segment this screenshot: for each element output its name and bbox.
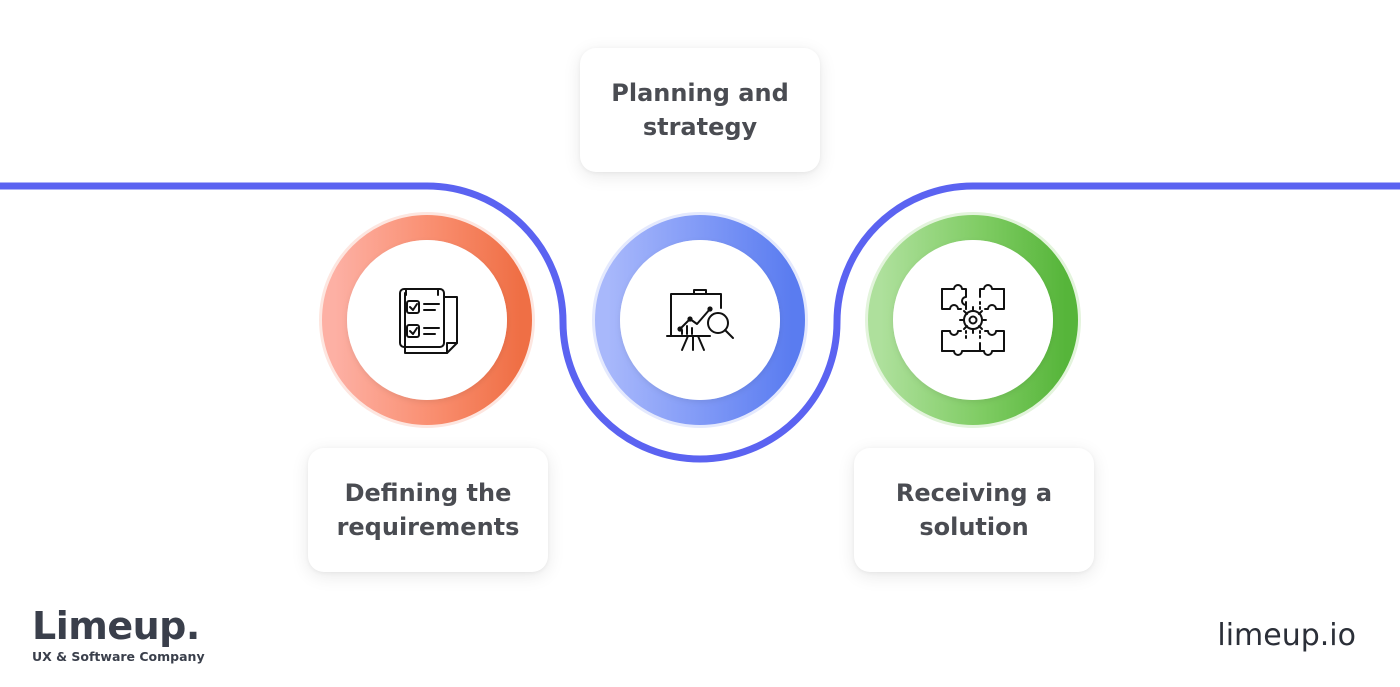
step-defining-ring (322, 215, 532, 425)
receiving-label: Receiving a solution (895, 479, 1053, 541)
planning-label-card: Planning and strategy (580, 48, 820, 172)
step-planning (592, 212, 808, 428)
analytics-presentation-icon (666, 289, 734, 351)
planning-label: Planning and strategy (611, 79, 789, 141)
defining-label: Defining the requirements (336, 479, 520, 541)
step-defining (319, 212, 535, 428)
process-path-line (0, 182, 1400, 463)
step-receiving (865, 212, 1081, 428)
logo-wordmark: Limeup. (32, 604, 200, 648)
puzzle-gear-icon (941, 284, 1005, 356)
company-logo: Limeup. UX & Software Company (32, 604, 205, 666)
step-planning-ring (595, 215, 805, 425)
checklist-icon (399, 288, 458, 354)
logo-tagline: UX & Software Company (32, 649, 205, 664)
receiving-label-card: Receiving a solution (854, 448, 1094, 572)
defining-label-card: Defining the requirements (308, 448, 548, 572)
step-receiving-ring (868, 215, 1078, 425)
site-url: limeup.io (1217, 618, 1356, 653)
